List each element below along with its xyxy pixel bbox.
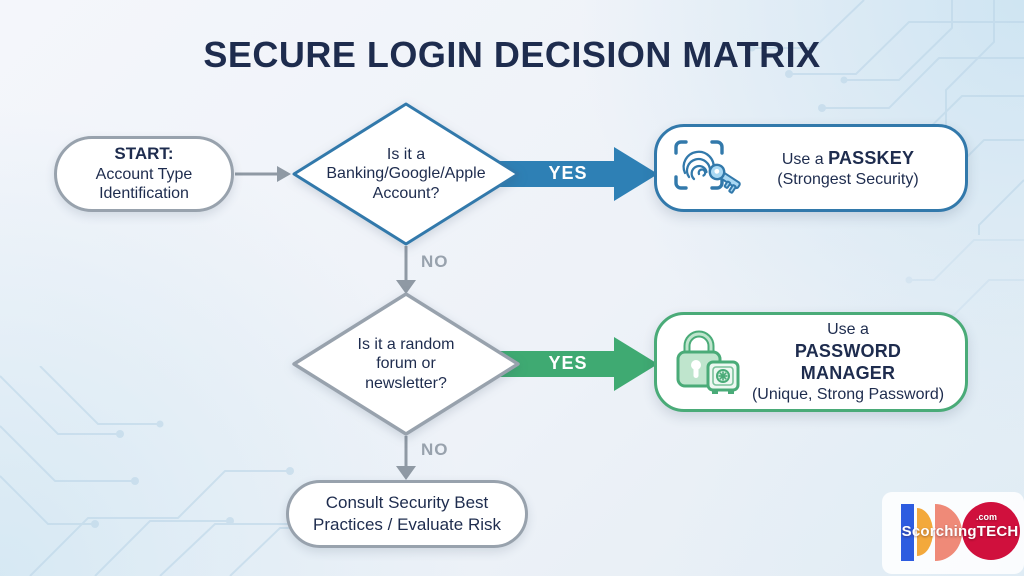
logo-tld: .com: [976, 512, 998, 522]
decision2-line: newsletter?: [365, 374, 447, 392]
passkey-line1: Use a PASSKEY: [747, 147, 949, 170]
yes2-label: YES: [548, 353, 588, 373]
password-sub: (Unique, Strong Password): [751, 385, 945, 403]
diamond-shape: [292, 102, 520, 246]
fingerprint-ridges: [682, 150, 715, 181]
logo-wordmark: ScorchingTECH: [901, 523, 1019, 540]
fingerprint-scan-icon: [674, 140, 724, 190]
connector-decision1-to-decision2: [396, 246, 416, 294]
decision1-label: Is it a Banking/Google/Apple Account?: [290, 100, 522, 248]
passkey-text: Use a PASSKEY (Strongest Security): [747, 147, 955, 190]
start-line: Identification: [99, 185, 189, 203]
logo-blue-bar: [901, 504, 914, 561]
password-text: Use a PASSWORD MANAGER (Unique, Strong P…: [747, 320, 955, 405]
no1-label: NO: [421, 252, 449, 271]
flow-node-consult: Consult Security Best Practices / Evalua…: [286, 480, 528, 548]
yes1-label: YES: [548, 163, 588, 183]
key-icon: [708, 163, 741, 194]
logo-yellow-halfdisc: [917, 508, 933, 556]
decision2-line: Is it a random: [357, 335, 455, 353]
decision2-line: forum or: [376, 355, 436, 373]
password-prefix: Use a: [827, 320, 869, 338]
safe-icon: [706, 360, 740, 394]
decision1-line: Is it a: [386, 145, 426, 163]
flow-decision-forum-newsletter: Is it a random forum or newsletter?: [290, 290, 522, 438]
password-icon-group: [669, 326, 747, 398]
passkey-icon-group: [669, 135, 747, 201]
page-title: SECURE LOGIN DECISION MATRIX: [203, 34, 821, 75]
flow-result-passkey: Use a PASSKEY (Strongest Security): [654, 124, 968, 212]
flow-decision-account-type: Is it a Banking/Google/Apple Account?: [290, 100, 522, 248]
decision1-line: Banking/Google/Apple: [326, 165, 486, 183]
diamond-shape: [292, 292, 520, 436]
passkey-sub: (Strongest Security): [777, 170, 919, 188]
consult-line: Practices / Evaluate Risk: [312, 515, 501, 534]
consult-line: Consult Security Best: [325, 493, 489, 513]
passkey-prefix: Use a: [781, 150, 829, 168]
flow-result-password-manager: Use a PASSWORD MANAGER (Unique, Strong P…: [654, 312, 968, 412]
flow-node-start: START: Account Type Identification: [54, 136, 234, 212]
decision1-line: Account?: [372, 184, 440, 202]
connector-decision2-to-consult: [396, 436, 416, 480]
yes-arrow-to-passkey: [498, 147, 658, 201]
no2-label: NO: [421, 440, 449, 459]
start-heading: START:: [114, 144, 174, 164]
decision2-label: Is it a random forum or newsletter?: [290, 290, 522, 438]
logo-red-disc: [962, 502, 1020, 560]
connector-start-to-decision1: [235, 166, 291, 182]
passkey-strong: PASSKEY: [828, 147, 915, 168]
password-strong: PASSWORD MANAGER: [794, 340, 902, 384]
start-line: Account Type: [95, 165, 193, 183]
yes-arrow-to-password-manager: [498, 337, 658, 391]
scorchingtech-logo: .com ScorchingTECH: [880, 490, 1024, 576]
